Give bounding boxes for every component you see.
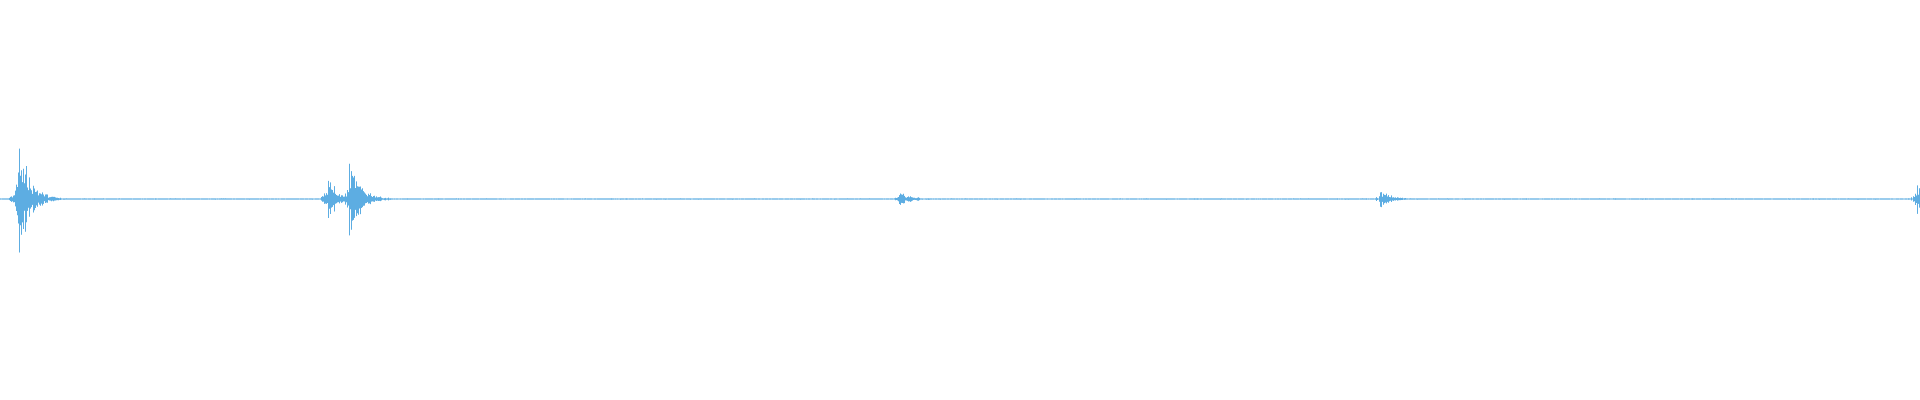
waveform-bars bbox=[0, 148, 1920, 253]
